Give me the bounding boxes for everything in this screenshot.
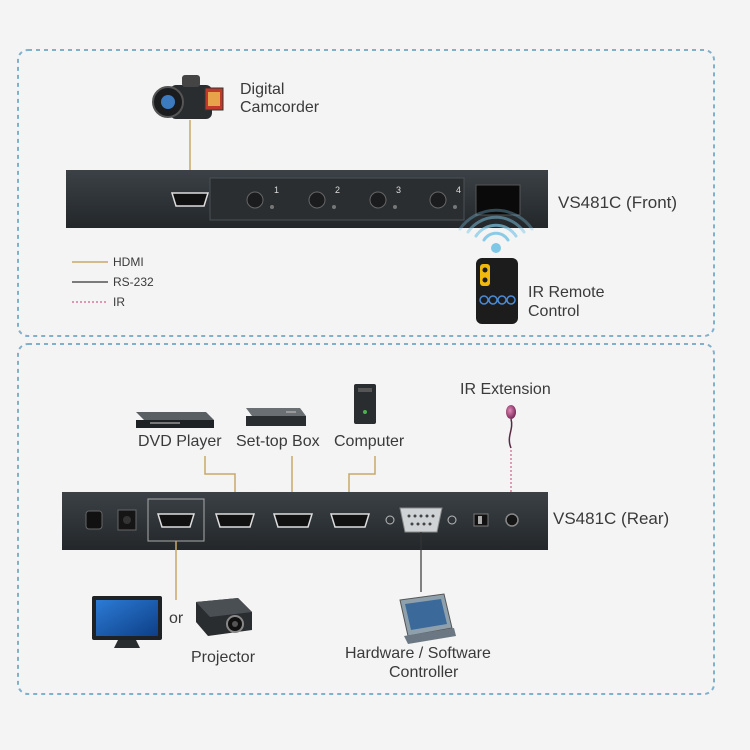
- camcorder-icon: [152, 75, 224, 119]
- controller-label-line2: Controller: [389, 664, 459, 681]
- source-label-settop: Set-top Box: [236, 433, 320, 450]
- computer-tower-icon: [354, 384, 376, 424]
- button-number-1: 1: [274, 185, 279, 195]
- rear-device: [62, 492, 548, 550]
- controller-label-line1: Hardware / Software: [345, 645, 491, 662]
- remote-label-line2: Control: [528, 303, 580, 320]
- or-label: or: [169, 610, 184, 627]
- source-label-computer: Computer: [334, 433, 405, 450]
- set-top-box-icon: [246, 408, 306, 426]
- port-button-3[interactable]: [369, 191, 397, 209]
- port-button-2[interactable]: [308, 191, 336, 209]
- ir-remote-icon: [476, 258, 518, 324]
- monitor-icon: [92, 596, 162, 648]
- remote-label-line1: IR Remote: [528, 284, 605, 301]
- power-switch: [85, 510, 103, 530]
- legend: HDMI RS-232 IR: [72, 255, 154, 309]
- button-number-2: 2: [335, 185, 340, 195]
- legend-ir-label: IR: [113, 295, 125, 309]
- ir-receiver-window: [475, 184, 521, 216]
- front-panel-frame: [17, 49, 715, 337]
- ir-signal-waves: [458, 208, 534, 253]
- front-device: 1 2 3 4: [66, 170, 548, 228]
- port-button-1[interactable]: [246, 191, 274, 209]
- ir-extension-label: IR Extension: [460, 381, 551, 398]
- front-hdmi-port: [170, 192, 210, 207]
- button-number-4: 4: [456, 185, 461, 195]
- rear-panel-frame: [17, 343, 715, 695]
- dvd-player-icon: [136, 412, 214, 428]
- ir-extension-sensor: [506, 405, 516, 449]
- hdmi-output-port: [156, 513, 196, 528]
- front-device-label: VS481C (Front): [558, 193, 677, 212]
- button-number-3: 3: [396, 185, 401, 195]
- hdmi-input-port-1: [214, 513, 256, 528]
- projector-label: Projector: [191, 649, 256, 666]
- port-button-4[interactable]: [429, 191, 457, 209]
- legend-rs232-label: RS-232: [113, 275, 154, 289]
- projector-icon: [196, 598, 252, 636]
- rs232-port: [385, 507, 457, 533]
- rear-device-label: VS481C (Rear): [553, 509, 669, 528]
- camcorder-label-line2: Camcorder: [240, 99, 320, 116]
- ir-extension-jack: [505, 513, 519, 527]
- hdmi-input-port-2: [272, 513, 314, 528]
- hdmi-input-port-3: [329, 513, 371, 528]
- legend-hdmi-label: HDMI: [113, 255, 144, 269]
- source-label-dvd: DVD Player: [138, 433, 222, 450]
- camcorder-label-line1: Digital: [240, 81, 284, 98]
- controller-tablet-icon: [399, 593, 456, 644]
